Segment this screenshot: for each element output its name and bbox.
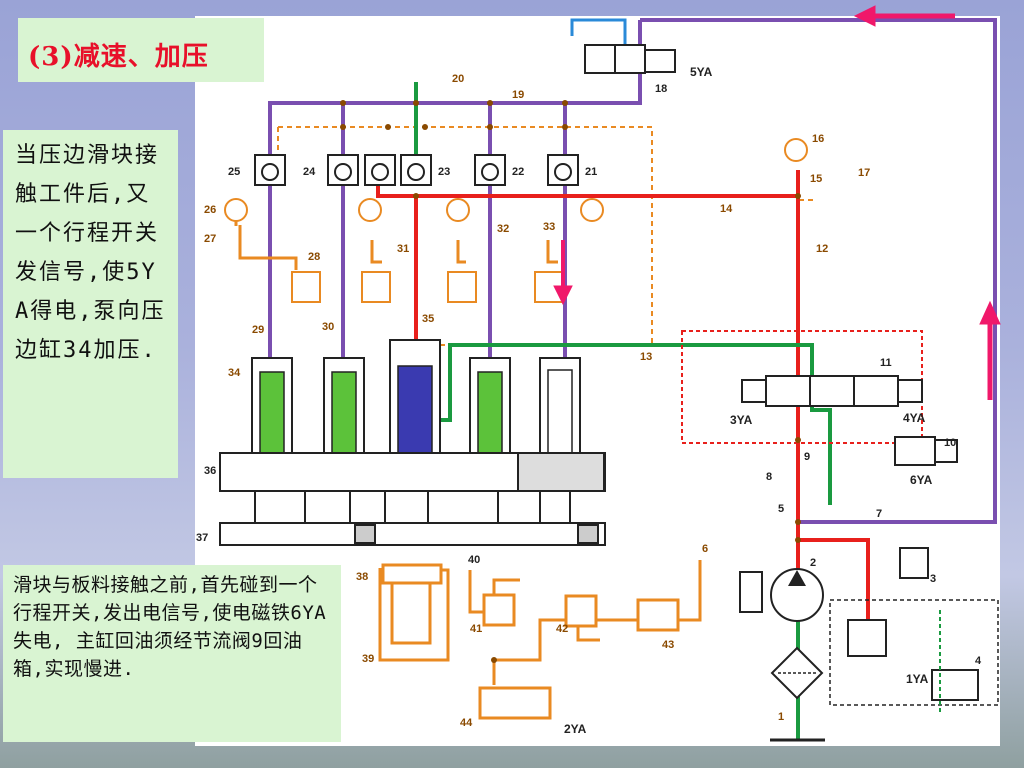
junction-dots	[340, 100, 801, 663]
num-32: 32	[497, 223, 509, 235]
solenoid-6ya: 6YA	[910, 473, 933, 487]
num-27: 27	[204, 233, 216, 245]
valve-10	[894, 436, 958, 466]
flow-arrows	[553, 5, 1001, 400]
component-number-labels: 1 2 3 4 5 6 7 8 9 10 11 12 13 14 15 16 1…	[196, 73, 982, 729]
num-2: 2	[810, 557, 816, 569]
num-19: 19	[512, 89, 524, 101]
num-16: 16	[812, 133, 824, 145]
num-13: 13	[640, 351, 652, 363]
num-21: 21	[585, 166, 597, 178]
relief-valves	[291, 271, 564, 303]
num-34: 34	[228, 367, 241, 379]
num-11: 11	[880, 357, 892, 369]
pressure-gauges	[224, 138, 808, 222]
title-box	[18, 18, 264, 82]
num-18: 18	[655, 83, 667, 95]
num-28: 28	[308, 251, 320, 263]
pump-and-filter	[739, 568, 825, 742]
num-12: 12	[816, 243, 828, 255]
num-43: 43	[662, 639, 674, 651]
num-22: 22	[512, 166, 524, 178]
num-20: 20	[452, 73, 464, 85]
bottom-components	[381, 563, 680, 720]
solenoid-labels: 5YA 3YA 4YA 6YA 1YA 2YA	[564, 65, 933, 736]
solenoid-2ya: 2YA	[564, 722, 587, 736]
num-30: 30	[322, 321, 334, 333]
note-bottom: 滑块与板料接触之前,首先碰到一个行程开关,发出电信号,使电磁铁6YA失电, 主缸…	[3, 565, 341, 742]
note-top: 当压边滑块接触工件后,又一个行程开关发信号,使5YA得电,泵向压边缸34加压.	[3, 130, 178, 478]
num-41: 41	[470, 623, 482, 635]
num-31: 31	[397, 243, 409, 255]
num-5: 5	[778, 503, 784, 515]
num-15: 15	[810, 173, 822, 185]
solenoid-3ya: 3YA	[730, 413, 753, 427]
num-37: 37	[196, 532, 208, 544]
num-39: 39	[362, 653, 374, 665]
num-40: 40	[468, 554, 480, 566]
num-25: 25	[228, 166, 240, 178]
num-26: 26	[204, 204, 216, 216]
num-4: 4	[975, 655, 982, 667]
num-38: 38	[356, 571, 368, 583]
press-frame	[219, 452, 606, 546]
num-17: 17	[858, 167, 870, 179]
num-36: 36	[204, 465, 216, 477]
blue-line	[570, 18, 627, 45]
note-top-text: 当压边滑块接触工件后,又一个行程开关发信号,使5YA得电,泵向压边缸34加压.	[15, 143, 166, 363]
num-3: 3	[930, 573, 936, 585]
num-7: 7	[876, 508, 882, 520]
num-14: 14	[720, 203, 733, 215]
num-29: 29	[252, 324, 264, 336]
num-1: 1	[778, 711, 784, 723]
num-23: 23	[438, 166, 450, 178]
num-9: 9	[804, 451, 810, 463]
num-8: 8	[766, 471, 772, 483]
solenoid-4ya: 4YA	[903, 411, 926, 425]
num-35: 35	[422, 313, 434, 325]
note-bottom-text: 滑块与板料接触之前,首先碰到一个行程开关,发出电信号,使电磁铁6YA失电, 主缸…	[13, 574, 327, 680]
check-valve-balls	[261, 163, 572, 181]
num-24: 24	[303, 166, 316, 178]
valve-18	[584, 44, 676, 74]
num-44: 44	[460, 717, 473, 729]
solenoid-1ya: 1YA	[906, 672, 929, 686]
slide-title: (3)减速、加压	[28, 42, 209, 72]
num-33: 33	[543, 221, 555, 233]
num-10: 10	[944, 437, 956, 449]
solenoid-5ya: 5YA	[690, 65, 713, 79]
valve-3-4-area	[829, 547, 999, 712]
valve-11	[681, 330, 923, 444]
num-6: 6	[702, 543, 708, 555]
num-42: 42	[556, 623, 568, 635]
